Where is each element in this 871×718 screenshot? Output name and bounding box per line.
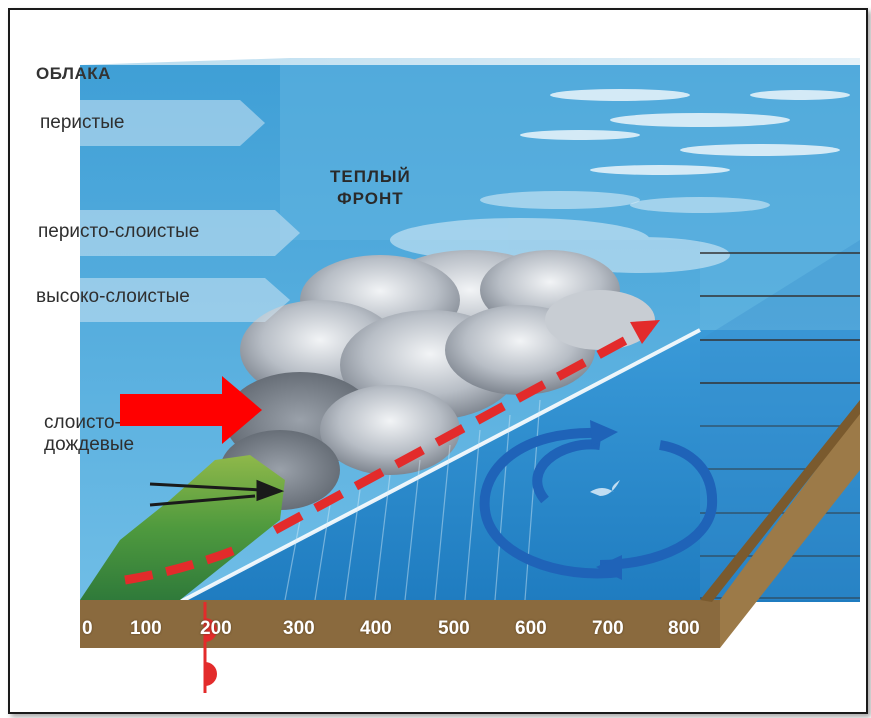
ground-side (720, 410, 860, 648)
warm-air-arrow-icon (124, 320, 660, 585)
wind-arrow-icon (149, 479, 285, 507)
scale-tick: 600 (515, 618, 547, 639)
hill (80, 455, 285, 600)
circulation-arrowhead (590, 420, 618, 446)
cloud-label-cirrostratus: перисто-слоистые (38, 221, 200, 242)
cloud-mass (220, 250, 655, 510)
circulation-arrow-icon (479, 427, 718, 579)
cloud-label-nimbostratus-line-1: слоисто- (44, 412, 121, 433)
scale-tick: 200 (200, 618, 232, 639)
cloud-type-bands (80, 100, 300, 322)
pointer-arrow-icon (120, 376, 262, 444)
bird-icon (590, 480, 620, 496)
scale-tick: 100 (130, 618, 162, 639)
cirrus-clouds (480, 89, 850, 213)
cold-air-mass (180, 330, 860, 602)
ground-strip (80, 600, 720, 648)
warm-front-label-line-1: ТЕПЛЫЙ (330, 167, 411, 186)
cloud-label-nimbostratus-line-2: дождевые (44, 434, 135, 455)
scale-tick: 700 (592, 618, 624, 639)
cloud-label-cirrus: перистые (40, 112, 125, 133)
block-top-face (80, 58, 860, 65)
ground-edge-right (700, 400, 860, 602)
scale-tick: 800 (668, 618, 700, 639)
front-surface (179, 328, 701, 604)
scale-tick: 0 (82, 618, 93, 639)
scale-tick: 500 (438, 618, 470, 639)
scale-tick: 400 (360, 618, 392, 639)
clouds-heading: ОБЛАКА (36, 64, 111, 83)
cloud-label-nimbostratus: слоисто- дождевые (44, 412, 134, 456)
cloud-label-altostratus: высоко-слоистые (36, 286, 190, 307)
warm-front-label: ТЕПЛЫЙ ФРОНТ (330, 166, 411, 210)
warm-front-label-line-2: ФРОНТ (337, 189, 404, 208)
front-symbol-icon (203, 602, 217, 693)
circulation-arrowhead-2 (596, 555, 622, 580)
rain-streaks (284, 399, 541, 601)
sky-upper-right (280, 65, 860, 330)
scale-tick: 300 (283, 618, 315, 639)
